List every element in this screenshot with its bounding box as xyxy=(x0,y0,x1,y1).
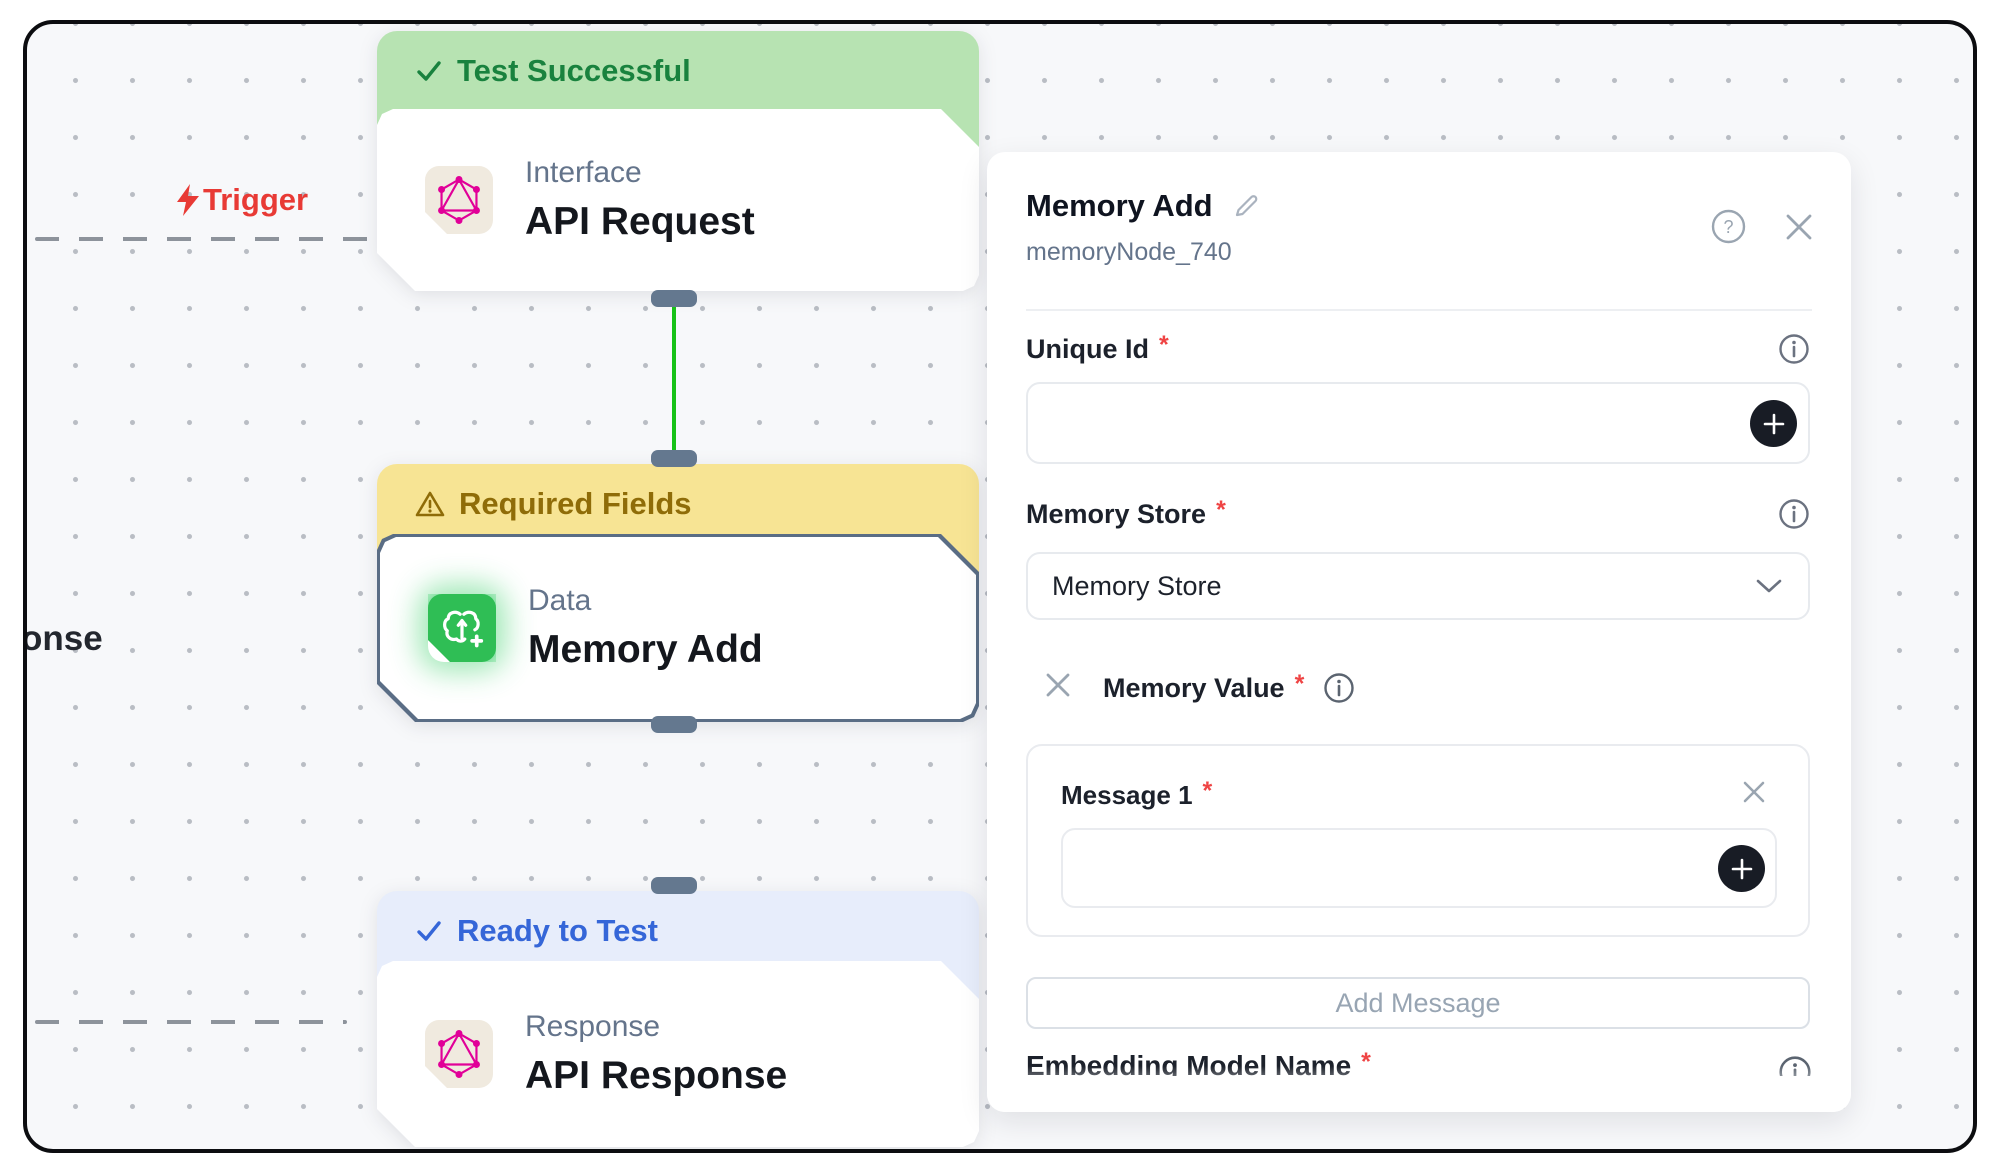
node-category: Data xyxy=(528,584,592,617)
memory-store-selected-value: Memory Store xyxy=(1052,570,1222,601)
svg-text:?: ? xyxy=(1723,217,1733,237)
add-variable-button[interactable] xyxy=(1718,845,1765,892)
divider xyxy=(1026,309,1812,311)
warning-icon xyxy=(415,491,445,517)
node-title: Memory Add xyxy=(528,628,763,671)
chevron-down-icon xyxy=(1756,579,1782,593)
graphql-icon xyxy=(425,166,493,234)
node-title: API Response xyxy=(525,1054,788,1097)
trigger-text: Trigger xyxy=(203,182,309,217)
node-status-text: Test Successful xyxy=(457,53,691,88)
check-icon xyxy=(417,921,441,941)
required-asterisk: * xyxy=(1361,1047,1371,1076)
info-icon[interactable] xyxy=(1777,1054,1813,1076)
node-category: Interface xyxy=(525,156,642,189)
node-status-text: Required Fields xyxy=(459,486,692,521)
node-api-request[interactable]: Test Successful Interface API Re xyxy=(377,24,979,294)
workflow-canvas[interactable]: Trigger onse Test Successful xyxy=(23,20,1977,1153)
offscreen-node-label: onse xyxy=(23,619,103,658)
graphql-icon xyxy=(425,1020,493,1088)
embedding-model-label: Embedding Model Name xyxy=(1026,1050,1352,1076)
remove-message-icon[interactable] xyxy=(1740,778,1768,806)
output-port-api-request[interactable] xyxy=(651,290,697,307)
required-asterisk: * xyxy=(1216,496,1226,524)
check-icon xyxy=(417,61,441,81)
memory-value-label: Memory Value xyxy=(1103,672,1285,703)
node-memory-add[interactable]: Required Fields xyxy=(377,464,979,734)
info-icon[interactable] xyxy=(1777,332,1811,366)
memory-store-select[interactable]: Memory Store xyxy=(1026,552,1810,620)
trigger-connector-line xyxy=(35,237,379,241)
edit-pencil-icon[interactable] xyxy=(1231,191,1261,221)
add-variable-button[interactable] xyxy=(1750,400,1797,447)
required-asterisk: * xyxy=(1294,669,1305,698)
message-1-input[interactable] xyxy=(1061,828,1777,908)
help-icon[interactable]: ? xyxy=(1710,208,1747,245)
remove-memory-value-icon[interactable] xyxy=(1043,670,1073,700)
close-icon[interactable] xyxy=(1783,211,1815,243)
input-port-api-response[interactable] xyxy=(651,877,697,894)
add-message-button[interactable]: Add Message xyxy=(1026,977,1810,1029)
info-icon[interactable] xyxy=(1322,671,1356,705)
trigger-label: Trigger xyxy=(175,182,308,218)
unique-id-input[interactable] xyxy=(1026,382,1810,464)
node-title: API Request xyxy=(525,200,755,243)
input-port-memory-add[interactable] xyxy=(651,450,697,467)
node-card[interactable]: Data Memory Add xyxy=(380,537,976,719)
edge-success xyxy=(672,302,676,464)
lightning-bolt-icon xyxy=(177,184,199,216)
node-card-selected-border: Data Memory Add xyxy=(377,534,979,722)
output-port-memory-add[interactable] xyxy=(651,716,697,733)
message-1-label: Message 1 xyxy=(1061,780,1193,810)
unique-id-label: Unique Id xyxy=(1026,334,1149,364)
panel-title: Memory Add xyxy=(1026,188,1213,223)
info-icon[interactable] xyxy=(1777,497,1811,531)
node-card[interactable]: Response API Response xyxy=(377,961,979,1147)
node-category: Response xyxy=(525,1010,661,1043)
node-status-text: Ready to Test xyxy=(457,913,658,948)
node-card[interactable]: Interface API Request xyxy=(377,109,979,291)
node-id-label: memoryNode_740 xyxy=(1026,238,1232,266)
required-asterisk: * xyxy=(1159,331,1169,359)
brain-plus-icon xyxy=(428,594,496,662)
node-config-panel: Memory Add memoryNode_740 ? xyxy=(987,152,1851,1112)
node-api-response[interactable]: Ready to Test Response API Respo xyxy=(377,891,979,1153)
message-1-card: Message 1 * xyxy=(1026,744,1810,937)
response-connector-line xyxy=(35,1020,347,1024)
required-asterisk: * xyxy=(1202,777,1213,805)
memory-store-label: Memory Store xyxy=(1026,499,1207,529)
